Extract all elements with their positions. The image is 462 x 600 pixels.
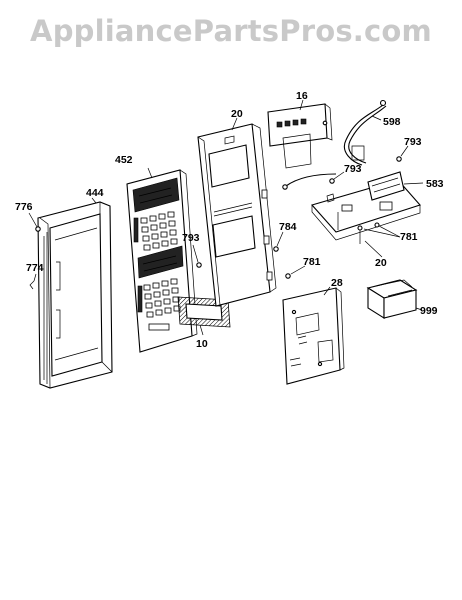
label-781-bracket: 781 [400,231,418,243]
door-frame-444 [37,201,113,389]
screw-781-lower [285,265,306,279]
label-784: 784 [279,221,297,233]
display-board-16 [267,99,333,169]
label-10: 10 [196,338,208,350]
label-16: 16 [296,90,308,102]
upper-keypad [133,211,178,251]
label-776: 776 [15,201,33,213]
control-board-583 [311,171,424,241]
label-793-panel: 793 [182,232,200,244]
screw-793-top-right [396,145,409,162]
lower-keypad [137,278,181,331]
label-583: 583 [426,178,444,190]
label-444: 444 [86,187,104,199]
watermark: AppliancePartsPros.com [30,14,432,48]
package-999 [366,279,423,319]
label-20-bracket: 20 [375,257,387,269]
control-panel-452 [126,167,198,353]
label-452: 452 [115,154,133,166]
label-781-lower: 781 [303,256,321,268]
screw-776 [28,212,41,232]
control-housing-20 [197,117,277,307]
screw-784 [273,231,284,252]
label-793-middle: 793 [344,163,362,175]
label-20-housing: 20 [231,108,243,120]
label-793-top-right: 793 [404,136,422,148]
label-28: 28 [331,277,343,289]
bracket-20-lower [337,212,401,258]
screw-793-panel [192,244,202,268]
label-598: 598 [383,116,401,128]
power-board-28 [282,286,345,385]
label-999: 999 [420,305,438,317]
screw-774 [29,273,37,290]
label-774: 774 [26,262,44,274]
part-labels: 776 444 774 452 793 10 20 784 781 16 598… [15,90,444,350]
wire-harness-598 [282,99,387,190]
screw-793-middle [329,171,345,184]
